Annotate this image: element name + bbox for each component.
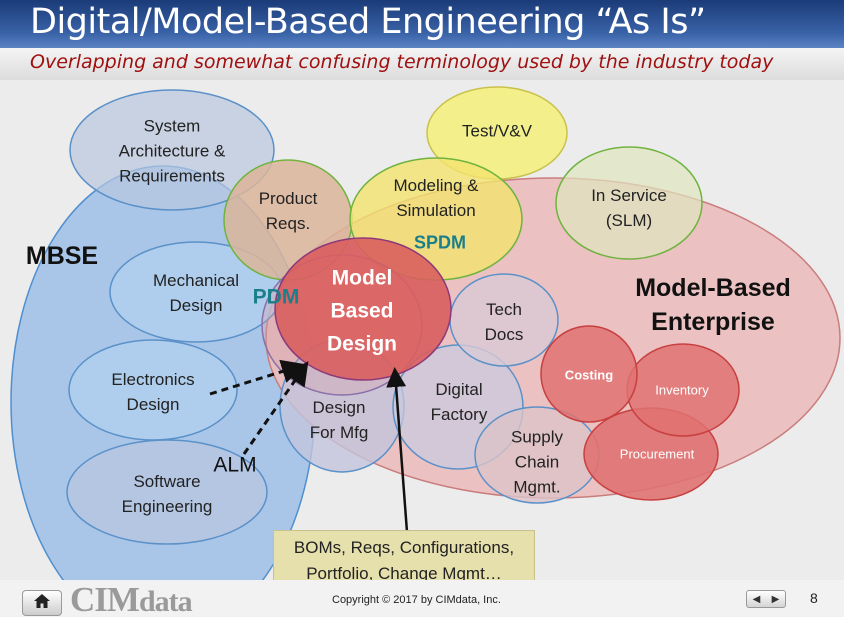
label-software: Software Engineering xyxy=(121,472,213,516)
alm-arrow-2 xyxy=(242,361,309,455)
label-costing: Costing xyxy=(564,367,614,383)
diagram-shapes xyxy=(10,86,841,580)
label-mbse: MBSE xyxy=(25,242,99,270)
costing-ellipse xyxy=(540,325,638,423)
venn-diagram: System Architecture & Requirements Mecha… xyxy=(0,80,844,580)
logo-data: data xyxy=(138,585,193,618)
slide-title: Digital/Model-Based Engineering “As Is” xyxy=(30,2,706,42)
copyright-text: Copyright © 2017 by CIMdata, Inc. xyxy=(332,594,501,606)
slide-nav: ◀ ▶ xyxy=(746,590,786,608)
system-arch-ellipse xyxy=(69,89,275,211)
cimdata-logo: CIMdata xyxy=(70,580,193,620)
label-supply-chain: Supply Chain Mgmt. xyxy=(511,427,563,497)
label-in-service: In Service (SLM) xyxy=(591,186,667,230)
label-inventory: Inventory xyxy=(655,382,709,398)
home-icon xyxy=(33,593,51,614)
label-product-reqs: Product Reqs. xyxy=(258,189,318,233)
prev-slide-button[interactable]: ◀ xyxy=(752,593,761,605)
slide-subtitle: Overlapping and somewhat confusing termi… xyxy=(30,51,774,73)
label-mechanical: Mechanical Design xyxy=(153,271,239,315)
software-ellipse xyxy=(66,439,268,545)
title-bar xyxy=(0,0,844,48)
label-pdm: PDM xyxy=(252,285,300,309)
label-tech-docs: Tech Docs xyxy=(484,300,524,344)
label-model-based-enterprise: Model-Based Enterprise xyxy=(635,274,791,336)
label-model-based-design: Model Based Design xyxy=(326,266,398,356)
in-service-ellipse xyxy=(555,146,703,260)
label-electronics: Electronics Design xyxy=(111,370,195,414)
label-alm: ALM xyxy=(213,453,257,477)
label-system-arch: System Architecture & Requirements xyxy=(118,116,226,186)
page-number: 8 xyxy=(810,590,818,606)
subtitle-band xyxy=(0,48,844,80)
label-test-vv: Test/V&V xyxy=(462,121,532,141)
footer-bar xyxy=(0,580,844,617)
label-spdm: SPDM xyxy=(413,232,467,253)
home-button[interactable] xyxy=(22,590,62,616)
label-modeling: Modeling & Simulation xyxy=(393,176,479,220)
label-design-for-mfg: Design For Mfg xyxy=(309,398,369,442)
model-based-design-ellipse xyxy=(274,237,452,381)
label-procurement: Procurement xyxy=(619,446,695,462)
callout-arrow xyxy=(386,367,409,533)
label-digital-factory: Digital Factory xyxy=(430,380,488,424)
next-slide-button[interactable]: ▶ xyxy=(771,593,780,605)
logo-cim: CIM xyxy=(70,580,140,619)
